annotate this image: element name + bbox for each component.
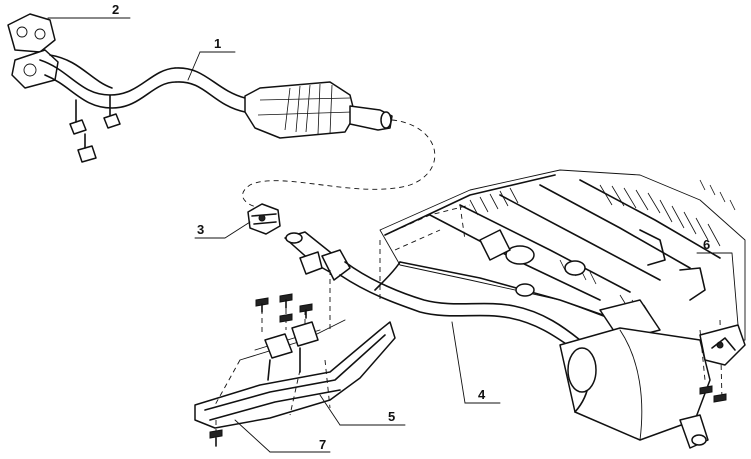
flange-nuts xyxy=(69,94,121,163)
callout-4: 4 xyxy=(478,387,486,402)
rear-muffler xyxy=(559,327,711,441)
intermediate-pipe-and-muffler xyxy=(284,231,711,449)
clamp xyxy=(247,203,281,235)
rear-hanger-bracket xyxy=(699,324,746,366)
front-pipe-assembly xyxy=(7,13,393,163)
vehicle-underbody xyxy=(379,169,746,346)
callout-3: 3 xyxy=(197,222,204,237)
mounting-bolts xyxy=(209,293,727,447)
assembly-path-line xyxy=(242,119,436,209)
callout-2: 2 xyxy=(112,2,119,17)
leader-lines xyxy=(47,17,739,453)
heat-shield xyxy=(194,251,396,429)
callout-6: 6 xyxy=(703,237,710,252)
callout-5: 5 xyxy=(388,409,395,424)
callout-labels: 1 2 3 4 5 6 7 xyxy=(112,2,710,452)
callout-7: 7 xyxy=(319,437,326,452)
manifold-flange xyxy=(7,13,56,53)
callout-1: 1 xyxy=(214,36,221,51)
